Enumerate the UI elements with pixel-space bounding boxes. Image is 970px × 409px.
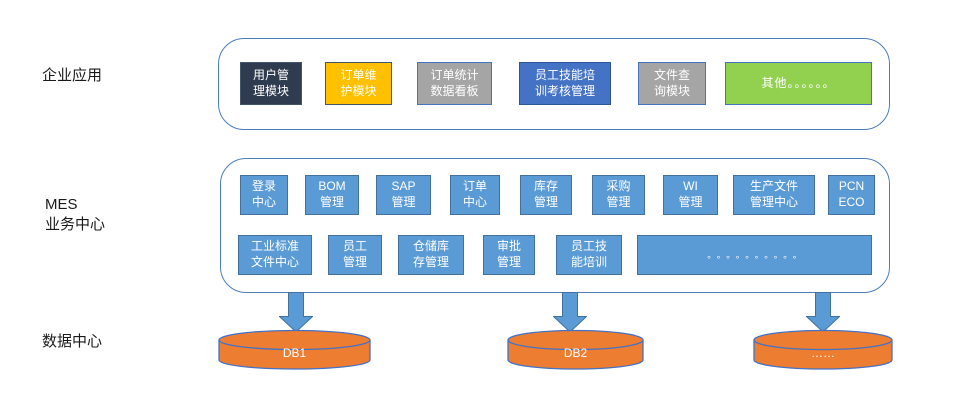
- down-arrow-icon: [805, 292, 841, 333]
- mes-module-box: 生产文件 管理中心: [733, 175, 815, 215]
- mes-module-box-label: WI 管理: [678, 179, 703, 209]
- mes-module-box-label: 采购 管理: [606, 179, 631, 209]
- section-label-data-center: 数据中心: [42, 333, 103, 350]
- mes-module-box-label: 登录 中心: [251, 179, 276, 209]
- database-label: DB2: [563, 346, 588, 360]
- database-cylinder: DB2: [507, 329, 644, 371]
- mes-module-box: 登录 中心: [240, 175, 288, 215]
- enterprise-app-box: 员工技能培 训考核管理: [519, 62, 611, 105]
- section-label-enterprise: 企业应用: [42, 67, 103, 84]
- mes-module-box-label: 库存 管理: [533, 179, 558, 209]
- mes-module-box-label: 员工 管理: [342, 239, 367, 269]
- mes-module-box: 员工 管理: [328, 235, 382, 275]
- mes-more-box-label: 。。。。。。。。。。: [707, 249, 807, 260]
- section-label-mes: MES 业务中心: [45, 196, 106, 234]
- enterprise-app-box-label: 用户管 理模块: [252, 67, 289, 98]
- down-arrow-icon: [278, 292, 314, 333]
- mes-module-box: 工业标准 文件中心: [238, 235, 312, 275]
- mes-more-box: 。。。。。。。。。。: [637, 235, 872, 275]
- enterprise-app-box: 其他。。。。。。: [725, 62, 872, 105]
- mes-module-box: PCN ECO: [828, 175, 875, 215]
- enterprise-app-box-label: 订单统计 数据看板: [430, 67, 479, 98]
- mes-module-box: SAP 管理: [376, 175, 431, 215]
- mes-module-box: 仓储库 存管理: [398, 235, 464, 275]
- mes-module-box: 库存 管理: [520, 175, 572, 215]
- enterprise-app-box-label: 员工技能培 训考核管理: [534, 67, 595, 98]
- database-label: ……: [811, 346, 835, 360]
- mes-module-box-label: PCN ECO: [838, 179, 865, 209]
- enterprise-app-box: 文件查 询模块: [638, 62, 706, 105]
- mes-module-box-label: 生产文件 管理中心: [749, 179, 798, 209]
- mes-module-box: 员工技 能培训: [556, 235, 622, 275]
- mes-module-box: WI 管理: [663, 175, 718, 215]
- mes-module-box: 订单 中心: [450, 175, 500, 215]
- enterprise-app-box-label: 文件查 询模块: [653, 67, 690, 98]
- enterprise-app-box: 用户管 理模块: [240, 62, 302, 105]
- mes-module-box-label: 审批 管理: [496, 239, 521, 269]
- enterprise-app-box-label: 订单维 护模块: [340, 67, 377, 98]
- mes-module-box-label: BOM 管理: [318, 179, 346, 209]
- down-arrow-icon: [552, 292, 588, 333]
- enterprise-app-box: 订单统计 数据看板: [417, 62, 492, 105]
- enterprise-app-box: 订单维 护模块: [325, 62, 392, 105]
- mes-module-box: 采购 管理: [592, 175, 645, 215]
- database-cylinder: ……: [753, 329, 893, 371]
- mes-module-box-label: 订单 中心: [462, 179, 487, 209]
- mes-module-box-label: 工业标准 文件中心: [250, 239, 299, 269]
- mes-module-box-label: SAP 管理: [391, 179, 416, 209]
- mes-module-box: BOM 管理: [305, 175, 359, 215]
- enterprise-app-box-label: 其他。。。。。。: [761, 75, 836, 90]
- database-cylinder: DB1: [218, 329, 371, 371]
- mes-module-box: 审批 管理: [483, 235, 535, 275]
- database-label: DB1: [282, 346, 307, 360]
- mes-module-box-label: 仓储库 存管理: [412, 239, 449, 269]
- mes-module-box-label: 员工技 能培训: [570, 239, 607, 269]
